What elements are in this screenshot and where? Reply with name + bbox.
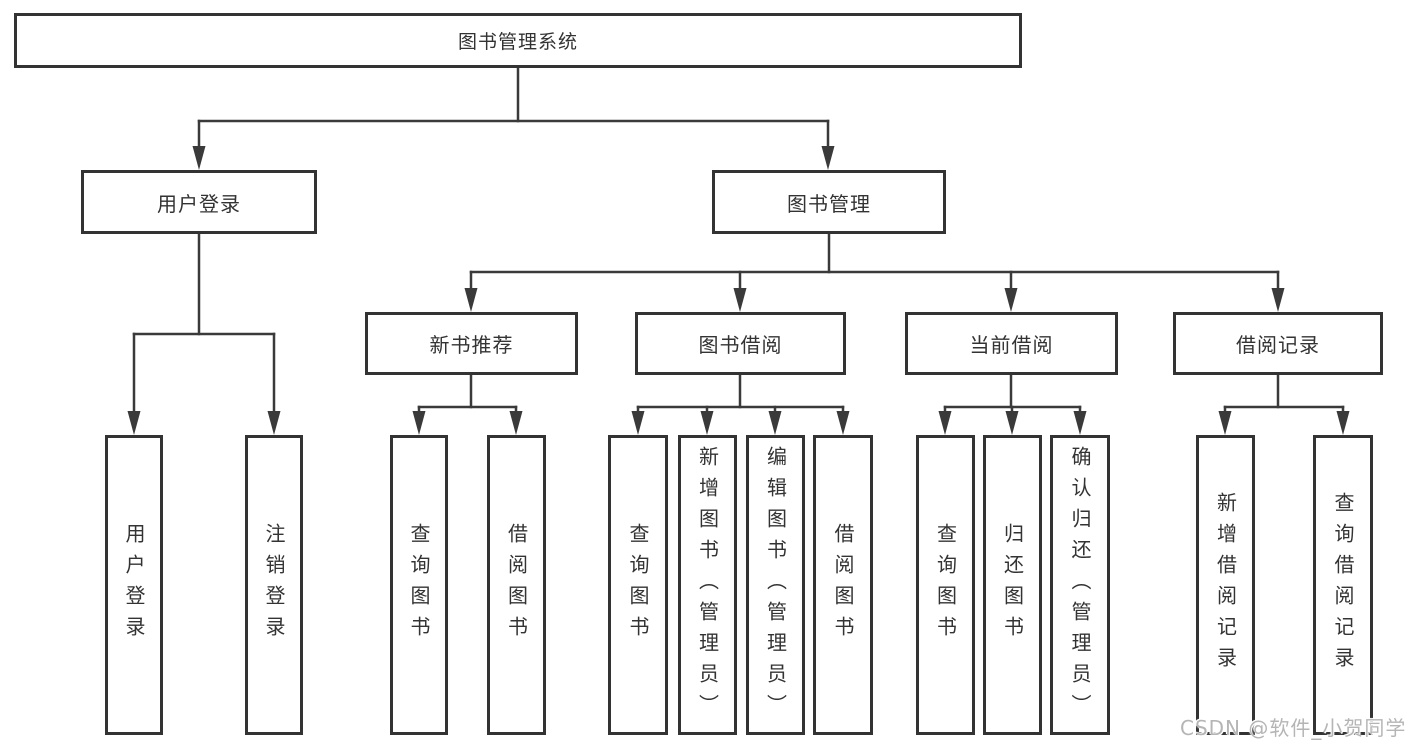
arrowhead-down-icon xyxy=(412,411,426,435)
arrowhead-down-icon xyxy=(1005,411,1019,435)
connector-group-6 xyxy=(938,373,1087,435)
node-logout: 注销登录 xyxy=(245,435,303,735)
node-rec-query-books: 查询图书 xyxy=(390,435,448,735)
arrowhead-down-icon xyxy=(1336,411,1350,435)
node-label-cb-query-books: 查询图书 xyxy=(933,523,958,647)
arrowhead-down-icon xyxy=(127,411,141,435)
connector-group-2 xyxy=(127,232,281,435)
node-label-book-mgmt: 图书管理 xyxy=(787,191,871,216)
arrowhead-down-icon xyxy=(1073,411,1087,435)
node-label-user-login-menu: 用户登录 xyxy=(157,191,241,216)
node-rec-borrow-books: 借阅图书 xyxy=(487,435,546,735)
node-bb-borrow-books: 借阅图书 xyxy=(813,435,873,735)
node-label-rec-borrow-books: 借阅图书 xyxy=(504,523,529,647)
node-bb-add-books: 新增图书（管理员） xyxy=(678,435,737,735)
node-label-root: 图书管理系统 xyxy=(457,31,578,53)
node-label-bb-edit-books: 编辑图书（管理员） xyxy=(763,445,788,725)
node-label-current-borrow: 当前借阅 xyxy=(969,333,1054,357)
arrowhead-down-icon xyxy=(733,288,747,312)
node-root: 图书管理系统 xyxy=(14,13,1022,68)
node-label-rec-query-books: 查询图书 xyxy=(407,523,431,647)
arrowhead-down-icon xyxy=(700,411,714,435)
arrowhead-down-icon xyxy=(938,411,952,435)
arrowhead-down-icon xyxy=(464,288,478,312)
node-book-borrow: 图书借阅 xyxy=(635,312,846,375)
node-label-cb-confirm-return: 确认归还（管理员） xyxy=(1068,445,1092,725)
node-login: 用户登录 xyxy=(105,435,163,735)
connector-group-7 xyxy=(1218,373,1350,435)
node-current-borrow: 当前借阅 xyxy=(905,312,1118,375)
node-label-bb-query-books: 查询图书 xyxy=(626,523,650,647)
node-label-br-query-record: 查询借阅记录 xyxy=(1331,492,1355,678)
node-borrow-records: 借阅记录 xyxy=(1173,312,1383,375)
node-label-login: 用户登录 xyxy=(122,523,146,647)
connector-group-3 xyxy=(464,232,1285,312)
connector-group-4 xyxy=(412,373,523,435)
node-label-bb-borrow-books: 借阅图书 xyxy=(831,523,855,647)
node-label-borrow-records: 借阅记录 xyxy=(1236,333,1320,357)
arrowhead-down-icon xyxy=(836,411,850,435)
node-label-new-book-rec: 新书推荐 xyxy=(429,333,514,357)
arrowhead-down-icon xyxy=(267,411,281,435)
arrowhead-down-icon xyxy=(821,146,835,170)
node-label-br-add-record: 新增借阅记录 xyxy=(1213,492,1238,678)
node-br-query-record: 查询借阅记录 xyxy=(1313,435,1373,735)
node-label-book-borrow: 图书借阅 xyxy=(698,333,783,357)
node-label-cb-return-books: 归还图书 xyxy=(1000,523,1025,647)
arrowhead-down-icon xyxy=(509,411,523,435)
arrowhead-down-icon xyxy=(768,411,782,435)
node-cb-confirm-return: 确认归还（管理员） xyxy=(1050,435,1110,735)
arrowhead-down-icon xyxy=(1004,288,1018,312)
arrowhead-down-icon xyxy=(192,146,206,170)
node-user-login-menu: 用户登录 xyxy=(81,170,317,234)
node-label-logout: 注销登录 xyxy=(262,523,286,647)
connector-group-1 xyxy=(192,66,835,170)
arrowhead-down-icon xyxy=(1271,288,1285,312)
watermark: CSDN @软件_小贺同学 xyxy=(1180,716,1405,740)
node-bb-edit-books: 编辑图书（管理员） xyxy=(746,435,805,735)
node-book-mgmt: 图书管理 xyxy=(712,170,946,234)
node-cb-query-books: 查询图书 xyxy=(916,435,975,735)
arrowhead-down-icon xyxy=(1218,411,1232,435)
node-new-book-rec: 新书推荐 xyxy=(365,312,578,375)
arrowhead-down-icon xyxy=(631,411,645,435)
connector-group-5 xyxy=(631,373,850,435)
node-label-bb-add-books: 新增图书（管理员） xyxy=(695,445,720,725)
node-br-add-record: 新增借阅记录 xyxy=(1196,435,1255,735)
node-cb-return-books: 归还图书 xyxy=(983,435,1042,735)
node-bb-query-books: 查询图书 xyxy=(608,435,668,735)
